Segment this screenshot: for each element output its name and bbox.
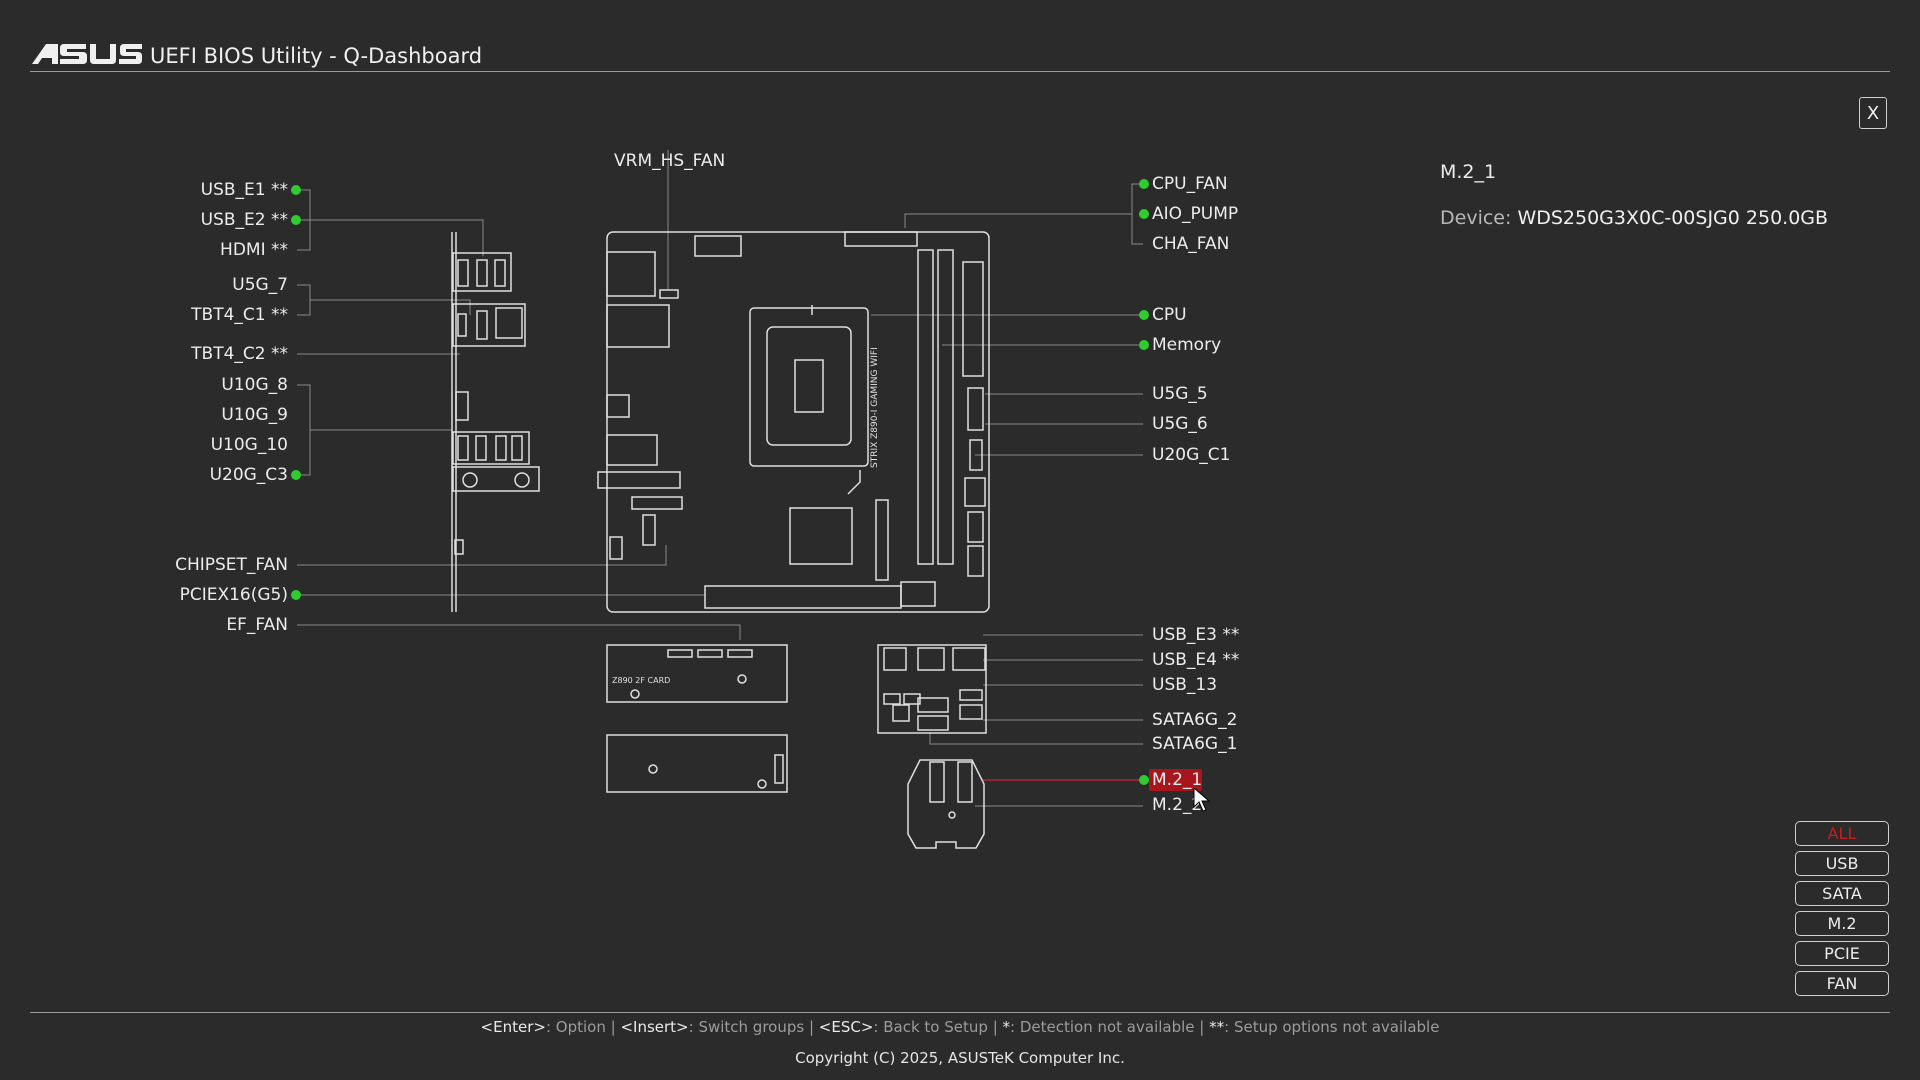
close-button[interactable]: X: [1859, 97, 1887, 129]
label-u10g-9[interactable]: U10G_9: [221, 405, 288, 425]
status-dot-memory: [1139, 340, 1149, 350]
status-dot-m2-1: [1139, 775, 1149, 785]
label-m2-1[interactable]: M.2_1: [1152, 770, 1203, 790]
hint-enter-key: <Enter>: [480, 1018, 546, 1036]
label-u5g-5[interactable]: U5G_5: [1152, 384, 1208, 404]
filter-m2-button[interactable]: M.2: [1795, 911, 1889, 936]
label-pciex16[interactable]: PCIEX16(G5): [179, 585, 288, 605]
filter-pcie-button[interactable]: PCIE: [1795, 941, 1889, 966]
board-model-text: STRIX Z890-I GAMING WIFI: [870, 347, 880, 468]
status-dot-cpu-fan: [1139, 179, 1149, 189]
header-divider: [30, 71, 1890, 72]
status-dot-pciex16: [291, 590, 301, 600]
label-u5g-6[interactable]: U5G_6: [1152, 414, 1208, 434]
label-tbt4-c2[interactable]: TBT4_C2 **: [191, 344, 288, 364]
status-dot-usb-e1: [291, 185, 301, 195]
hint-enter-desc: : Option: [545, 1018, 606, 1036]
label-tbt4-c1[interactable]: TBT4_C1 **: [191, 305, 288, 325]
label-cha-fan[interactable]: CHA_FAN: [1152, 234, 1230, 254]
filter-all-button[interactable]: ALL: [1795, 821, 1889, 846]
filter-usb-button[interactable]: USB: [1795, 851, 1889, 876]
device-value: WDS250G3X0C-00SJG0 250.0GB: [1517, 207, 1829, 229]
label-memory[interactable]: Memory: [1152, 335, 1222, 355]
label-u20g-c1[interactable]: U20G_C1: [1152, 445, 1231, 465]
hint-dstar-key: **: [1209, 1018, 1225, 1036]
label-usb-e2[interactable]: USB_E2 **: [200, 210, 288, 230]
mouse-cursor-icon: [1193, 787, 1211, 812]
label-usb-e4[interactable]: USB_E4 **: [1152, 650, 1240, 670]
footer-divider: [30, 1012, 1890, 1013]
filter-fan-button[interactable]: FAN: [1795, 971, 1889, 996]
key-hints: <Enter>: Option | <Insert>: Switch group…: [480, 1018, 1440, 1036]
hint-esc-key: <ESC>: [818, 1018, 874, 1036]
header: UEFI BIOS Utility - Q-Dashboard: [30, 38, 1890, 78]
label-usb-e3[interactable]: USB_E3 **: [1152, 625, 1240, 645]
label-chipset-fan[interactable]: CHIPSET_FAN: [175, 555, 288, 575]
status-dot-usb-e2: [291, 215, 301, 225]
label-vrm-hs-fan[interactable]: VRM_HS_FAN: [614, 151, 726, 171]
label-aio-pump[interactable]: AIO_PUMP: [1152, 204, 1239, 224]
info-title: M.2_1: [1440, 161, 1497, 183]
label-cpu-fan[interactable]: CPU_FAN: [1152, 174, 1228, 194]
hint-insert-desc: : Switch groups: [688, 1018, 805, 1036]
label-u20g-c3[interactable]: U20G_C3: [209, 465, 288, 485]
hint-esc-desc: : Back to Setup: [873, 1018, 988, 1036]
hint-star-desc: : Detection not available: [1010, 1018, 1195, 1036]
label-u10g-10[interactable]: U10G_10: [210, 435, 288, 455]
ef-card-text: Z890 2F CARD: [612, 676, 670, 685]
asus-logo: [32, 44, 142, 64]
label-hdmi[interactable]: HDMI **: [220, 240, 288, 260]
hint-insert-key: <Insert>: [620, 1018, 689, 1036]
label-sata6g-1[interactable]: SATA6G_1: [1152, 734, 1238, 754]
label-usb-13[interactable]: USB_13: [1152, 675, 1218, 695]
label-ef-fan[interactable]: EF_FAN: [226, 615, 288, 635]
hint-dstar-desc: : Setup options not available: [1224, 1018, 1440, 1036]
hint-star-key: *: [1002, 1018, 1011, 1036]
device-key: Device:: [1440, 207, 1512, 229]
label-u5g-7[interactable]: U5G_7: [232, 275, 288, 295]
label-usb-e1[interactable]: USB_E1 **: [200, 180, 288, 200]
filter-sata-button[interactable]: SATA: [1795, 881, 1889, 906]
selected-highlight: [1149, 769, 1202, 791]
label-sata6g-2[interactable]: SATA6G_2: [1152, 710, 1238, 730]
page-title: UEFI BIOS Utility - Q-Dashboard: [150, 44, 483, 68]
status-dot-cpu: [1139, 310, 1149, 320]
status-dot-u20g-c3: [291, 470, 301, 480]
copyright: Copyright (C) 2025, ASUSTeK Computer Inc…: [795, 1049, 1125, 1067]
label-m2-2[interactable]: M.2_2: [1152, 795, 1203, 815]
label-u10g-8[interactable]: U10G_8: [221, 375, 288, 395]
status-dot-aio-pump: [1139, 209, 1149, 219]
label-cpu[interactable]: CPU: [1152, 305, 1187, 325]
info-device: Device: WDS250G3X0C-00SJG0 250.0GB: [1440, 207, 1828, 229]
